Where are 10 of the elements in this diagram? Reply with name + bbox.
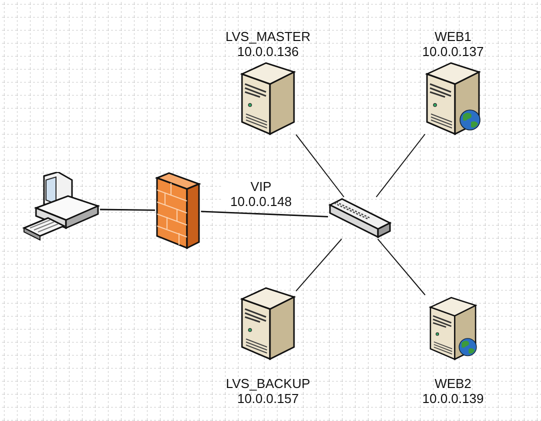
connection-line: [200, 210, 328, 218]
server-name: WEB1: [434, 29, 472, 44]
ip-address: 10.0.0.137: [422, 44, 484, 59]
ip-address: 10.0.0.157: [237, 391, 299, 406]
server-name: LVS_MASTER: [225, 29, 310, 44]
server-name: WEB2: [434, 376, 472, 391]
edge-label: VIP 10.0.0.148: [221, 178, 301, 208]
ip-address: 10.0.0.139: [422, 391, 484, 406]
ip-address: 10.0.0.136: [237, 44, 299, 59]
server-name: LVS_BACKUP: [226, 376, 310, 391]
